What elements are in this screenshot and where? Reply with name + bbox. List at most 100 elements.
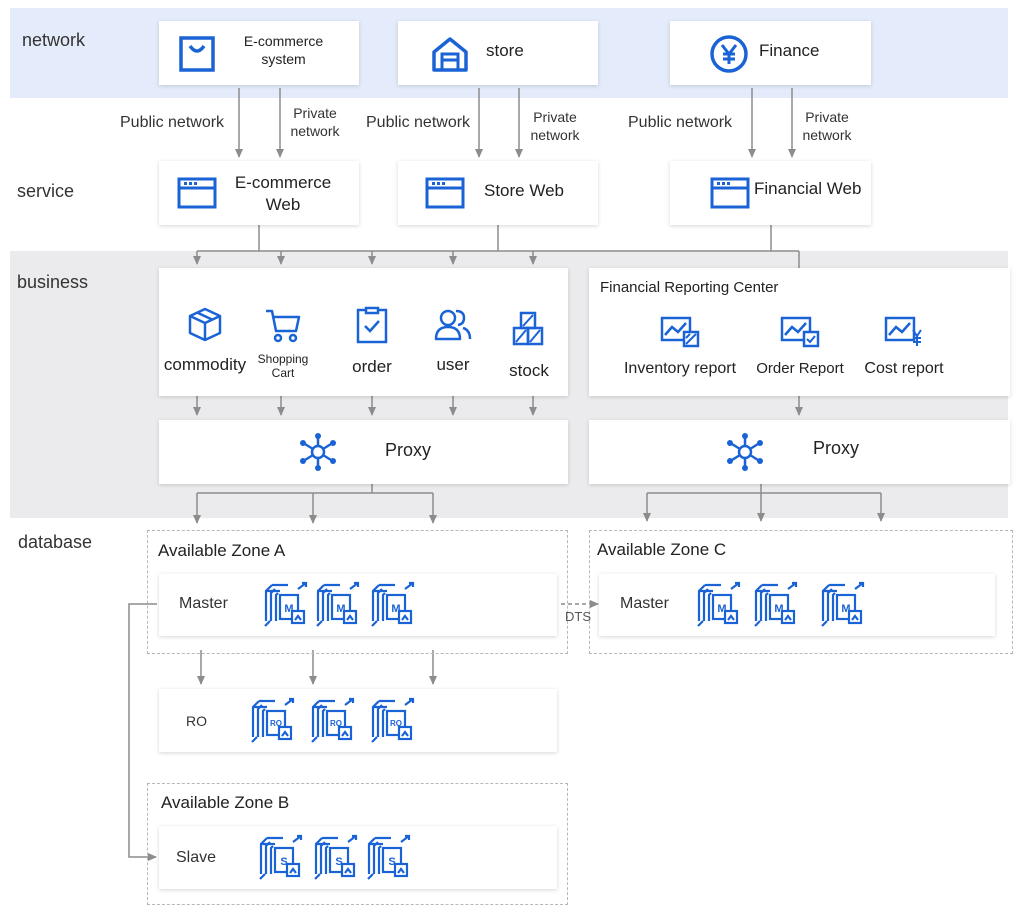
public-network-label-1: Public network bbox=[120, 114, 225, 131]
zone-b bbox=[147, 783, 568, 905]
yen-circle-icon bbox=[709, 34, 749, 79]
finance-box: Finance bbox=[670, 21, 871, 85]
svg-text:M: M bbox=[336, 603, 345, 615]
report-inventory: Inventory report bbox=[615, 316, 745, 379]
db-readonly-instance-icon: RO bbox=[309, 697, 357, 748]
db-master-instance-icon: M bbox=[752, 581, 800, 632]
module-label: commodity bbox=[163, 355, 247, 374]
db-master-instance-icon: M bbox=[314, 581, 362, 632]
users-icon bbox=[433, 306, 473, 347]
public-network-label-2: Public network bbox=[366, 114, 471, 131]
proxy-left-label: Proxy bbox=[385, 440, 432, 460]
report-cost: Cost report bbox=[858, 316, 950, 379]
store-building-icon bbox=[431, 36, 469, 77]
layer-label-network: network bbox=[22, 30, 86, 50]
module-label: order bbox=[352, 357, 392, 376]
master-label: Master bbox=[179, 595, 228, 612]
financial-reporting-title: Financial Reporting Center bbox=[600, 279, 779, 296]
svg-text:S: S bbox=[388, 856, 395, 868]
inventory-report-icon bbox=[660, 316, 700, 353]
svg-text:RO: RO bbox=[270, 719, 282, 728]
db-slave-instance-icon: S bbox=[312, 834, 360, 885]
proxy-right-label: Proxy bbox=[813, 438, 860, 458]
layer-label-service: service bbox=[17, 181, 75, 201]
module-shopping-cart: Shopping Cart bbox=[248, 307, 318, 380]
zone-c-master-box: Master M M M bbox=[599, 574, 995, 636]
proxy-network-icon bbox=[298, 432, 338, 477]
private-network-label-1: Private network bbox=[290, 105, 340, 139]
svg-text:M: M bbox=[841, 603, 850, 615]
zone-a-master-box: Master M M M bbox=[159, 574, 557, 636]
order-report-icon bbox=[780, 316, 820, 353]
dts-label: DTS bbox=[565, 609, 591, 624]
store-web-label: Store Web bbox=[484, 181, 565, 200]
svg-text:M: M bbox=[717, 603, 726, 615]
shopping-bag-icon bbox=[179, 36, 215, 77]
private-network-label-2: Private network bbox=[530, 109, 580, 143]
svg-text:RO: RO bbox=[330, 719, 342, 728]
zone-c-title: Available Zone C bbox=[597, 540, 727, 559]
zone-b-title: Available Zone B bbox=[161, 793, 290, 812]
browser-window-icon bbox=[710, 177, 750, 214]
module-user: user bbox=[418, 306, 488, 375]
proxy-right-box: Proxy bbox=[589, 420, 1010, 484]
svg-text:M: M bbox=[284, 603, 293, 615]
db-readonly-instance-icon: RO bbox=[249, 697, 297, 748]
business-modules-panel bbox=[159, 268, 568, 396]
db-master-instance-icon: M bbox=[819, 581, 867, 632]
report-label: Inventory report bbox=[623, 360, 737, 377]
order-icon bbox=[354, 306, 390, 349]
module-label: Shopping Cart bbox=[257, 352, 309, 380]
stock-icon bbox=[510, 310, 548, 353]
ecommerce-web-box: E-commerce Web bbox=[159, 161, 359, 225]
zone-a bbox=[147, 530, 568, 654]
browser-window-icon bbox=[177, 177, 217, 214]
module-label: stock bbox=[509, 361, 549, 380]
ecommerce-system-box: E-commerce system bbox=[159, 21, 359, 85]
report-label: Cost report bbox=[864, 360, 944, 377]
layer-label-business: business bbox=[17, 272, 89, 292]
db-slave-instance-icon: S bbox=[257, 834, 305, 885]
private-network-label-3: Private network bbox=[802, 109, 852, 143]
box-icon bbox=[186, 306, 224, 347]
svg-text:S: S bbox=[335, 856, 342, 868]
module-order: order bbox=[337, 306, 407, 377]
db-master-instance-icon: M bbox=[695, 581, 743, 632]
slave-label: Slave bbox=[176, 849, 217, 866]
svg-text:M: M bbox=[391, 603, 400, 615]
db-master-instance-icon: M bbox=[262, 581, 310, 632]
db-master-instance-icon: M bbox=[369, 581, 417, 632]
browser-window-icon bbox=[425, 177, 465, 214]
proxy-network-icon bbox=[725, 432, 765, 477]
financial-web-label: Financial Web bbox=[754, 179, 862, 198]
cost-report-icon bbox=[884, 316, 924, 353]
report-order: Order Report bbox=[750, 316, 850, 379]
svg-text:RO: RO bbox=[390, 719, 402, 728]
ro-label: RO bbox=[186, 713, 207, 729]
layer-label-database: database bbox=[18, 532, 93, 552]
shopping-cart-icon bbox=[264, 307, 302, 348]
module-commodity: commodity bbox=[160, 306, 250, 375]
store-box: store bbox=[398, 21, 598, 85]
zone-b-slave-box: Slave S S S bbox=[159, 826, 557, 889]
svg-text:M: M bbox=[774, 603, 783, 615]
financial-web-box: Financial Web bbox=[670, 161, 871, 225]
svg-text:S: S bbox=[280, 856, 287, 868]
report-label: Order Report bbox=[756, 360, 844, 377]
module-label: user bbox=[436, 355, 470, 374]
db-readonly-instance-icon: RO bbox=[369, 697, 417, 748]
ecommerce-web-label: E-commerce Web bbox=[234, 173, 332, 214]
finance-label: Finance bbox=[759, 41, 820, 60]
store-label: store bbox=[486, 41, 524, 60]
ecommerce-system-label: E-commerce system bbox=[243, 33, 324, 67]
zone-c bbox=[589, 530, 1013, 654]
proxy-left-box: Proxy bbox=[159, 420, 568, 484]
db-slave-instance-icon: S bbox=[365, 834, 413, 885]
ro-box: RO RO RO RO bbox=[159, 689, 557, 752]
master-label: Master bbox=[620, 595, 669, 612]
module-stock: stock bbox=[494, 310, 564, 381]
store-web-box: Store Web bbox=[398, 161, 598, 225]
public-network-label-3: Public network bbox=[628, 114, 733, 131]
zone-a-title: Available Zone A bbox=[158, 541, 286, 560]
